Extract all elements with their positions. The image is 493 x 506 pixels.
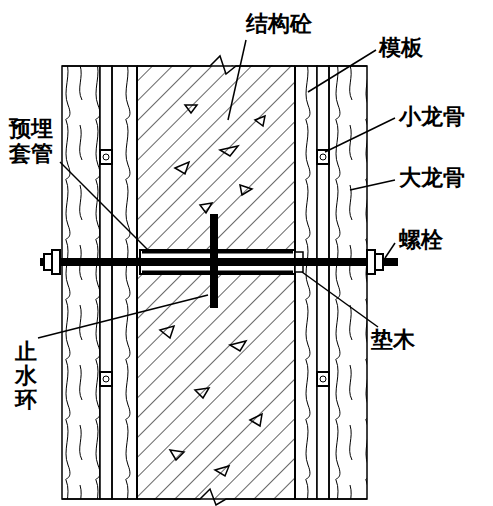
concrete-label: 结构砼: [245, 12, 313, 36]
leader-line: [38, 40, 395, 338]
small-joist-section: [100, 150, 329, 386]
bolt: [40, 258, 398, 266]
formwork-right: [295, 66, 317, 499]
concrete-wall: [137, 65, 295, 500]
main-joist-right: [329, 66, 367, 499]
bolt-label: 螺栓: [398, 228, 444, 252]
formwork-left: [112, 66, 137, 499]
break-mark: [137, 56, 295, 505]
sleeve-label: 预埋套管: [8, 116, 54, 167]
water-stop-label: 止水环: [14, 340, 38, 413]
nut: [44, 250, 383, 274]
aggregate: [160, 105, 265, 476]
formwork-label: 模板: [378, 36, 424, 60]
main-joist-left: [62, 66, 100, 499]
spacer-label: 垫木: [370, 328, 416, 352]
main-joist-label: 大龙骨: [398, 166, 466, 190]
small-joist-label: 小龙骨: [398, 105, 466, 129]
